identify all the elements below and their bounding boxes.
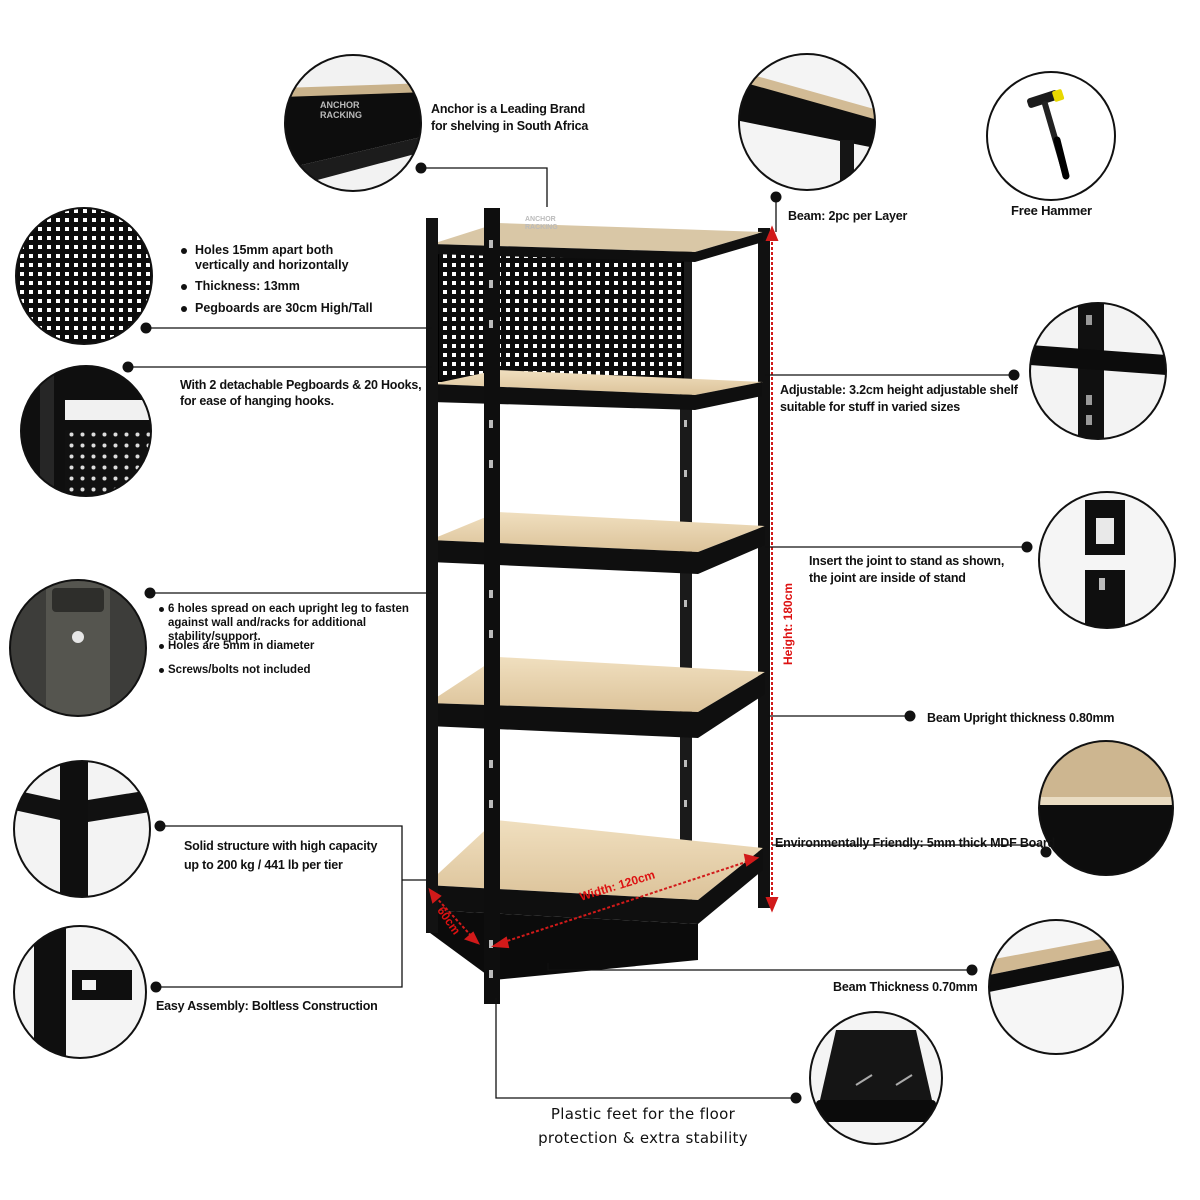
beam-callout: Beam: 2pc per Layer (788, 209, 908, 223)
feet-line2: protection & extra stability (538, 1129, 748, 1147)
upright-thickness-callout: Beam Upright thickness 0.80mm (927, 711, 1115, 725)
capacity-line2: up to 200 kg / 441 lb per tier (184, 858, 343, 872)
capacity-line1: Solid structure with high capacity (184, 839, 378, 853)
shelf-unit (426, 208, 770, 1004)
adjustable-line1: Adjustable: 3.2cm height adjustable shel… (780, 383, 1018, 397)
front-upright-center (484, 208, 500, 1004)
pegboard-bullet-1: Holes 15mm apart both vertically and hor… (181, 243, 385, 273)
dimension-lines (428, 225, 779, 949)
pegboard (438, 253, 683, 381)
pegboards-hooks-line2: for ease of hanging hooks. (180, 394, 334, 408)
brand-callout-line2: for shelving in South Africa (431, 119, 589, 133)
front-upright-right (758, 228, 770, 908)
connector-dots (122, 162, 1052, 1104)
detail-plastic-feet (809, 1011, 943, 1145)
detail-pegboard-attach (20, 365, 152, 497)
detail-beam-thickness (988, 919, 1124, 1055)
brand-mark-shelf: ANCHOR RACKING (525, 216, 558, 231)
connector-lines (128, 167, 1047, 1099)
detail-joint (1038, 491, 1176, 629)
shelf-bottom (426, 820, 763, 980)
height-dimension-label: Height: 180cm (781, 582, 795, 666)
shelf-4 (428, 657, 765, 738)
holes-bullet-2: Holes are 5mm in diameter (159, 639, 368, 654)
brand-callout-line1: Anchor is a Leading Brand (431, 102, 586, 116)
hammer-callout: Free Hammer (1011, 203, 1092, 218)
detail-hammer (986, 71, 1116, 201)
detail-pegboard-holes (15, 207, 153, 345)
hammer-icon (1027, 89, 1070, 180)
pegboards-hooks-line1: With 2 detachable Pegboards & 20 Hooks, (180, 378, 422, 392)
pegboard-bullet-3: Pegboards are 30cm High/Tall (181, 301, 395, 316)
beam-thickness-callout: Beam Thickness 0.70mm (833, 980, 978, 994)
shelf-3 (430, 512, 765, 574)
assembly-callout: Easy Assembly: Boltless Construction (156, 999, 378, 1013)
detail-boltless (13, 925, 147, 1059)
mdf-callout: Environmentally Friendly: 5mm thick MDF … (775, 836, 1055, 850)
pegboard-bullet-2: Thickness: 13mm (181, 279, 395, 294)
adjustable-line2: suitable for stuff in varied sizes (780, 400, 961, 414)
detail-solid-structure (13, 760, 151, 898)
holes-bullet-3: Screws/bolts not included (159, 663, 368, 678)
detail-beam (738, 53, 876, 191)
joint-line1: Insert the joint to stand as shown, (809, 554, 1005, 568)
feet-line1: Plastic feet for the floor (550, 1105, 736, 1123)
detail-upright-hole (9, 579, 147, 717)
joint-line2: the joint are inside of stand (809, 571, 966, 585)
detail-brand-beam (284, 54, 422, 192)
holes-bullet-1: 6 holes spread on each upright leg to fa… (159, 602, 422, 644)
detail-mdf-board (1038, 740, 1174, 876)
detail-adjustable (1029, 302, 1167, 440)
brand-mark-detail: ANCHOR RACKING (320, 100, 362, 120)
shelf-2 (432, 370, 763, 410)
front-upright-left (426, 218, 438, 933)
